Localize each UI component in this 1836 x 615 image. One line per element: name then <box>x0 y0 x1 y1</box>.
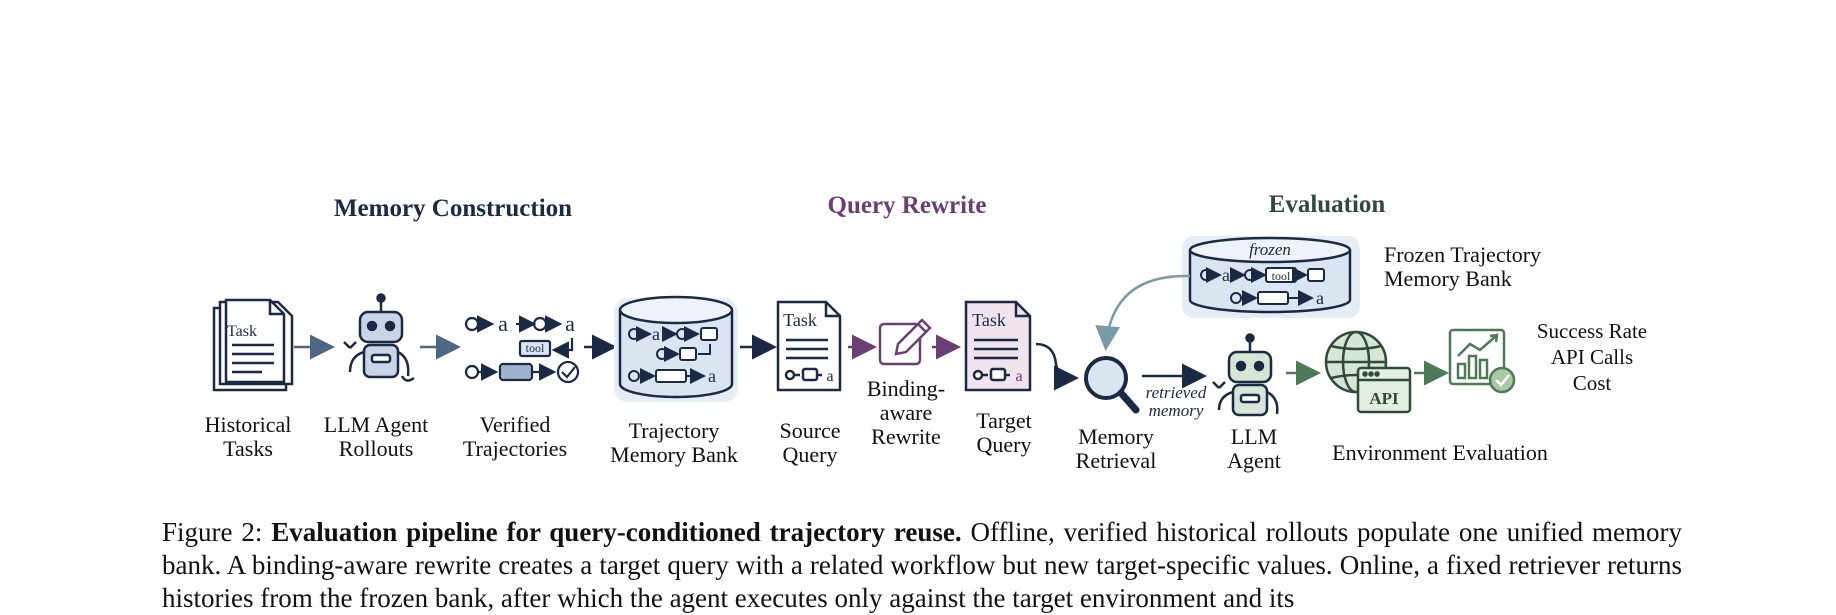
trajectory-node-a: a <box>565 311 575 336</box>
robot-icon <box>1212 333 1279 417</box>
label-environment-evaluation: Environment Evaluation <box>1332 440 1548 465</box>
label-llm-agent-rollouts: Rollouts <box>339 436 414 461</box>
memory-bank-content <box>628 326 718 384</box>
label-memory-retrieval: Memory <box>1078 424 1154 449</box>
caption-title: Evaluation pipeline for query-conditione… <box>271 517 962 547</box>
tool-label: tool <box>526 341 545 355</box>
label-binding-aware-rewrite: aware <box>880 400 933 425</box>
label-verified-trajectories: Verified <box>480 412 551 437</box>
target-query-icon <box>964 300 1032 392</box>
label-memory-retrieval: Retrieval <box>1076 448 1157 473</box>
metrics-chart-icon <box>1448 328 1516 394</box>
label-llm-agent: LLM <box>1231 424 1277 449</box>
frozen-label: frozen <box>1249 240 1291 259</box>
frozen-bank-content <box>1200 267 1325 306</box>
label-source-query: Source <box>779 418 840 443</box>
label-verified-trajectories: Trajectories <box>463 436 567 461</box>
trajectory-node-a: a <box>498 311 508 336</box>
section-title-memory-construction: Memory Construction <box>334 195 572 222</box>
label-target-query: Query <box>977 432 1032 457</box>
historical-tasks-icon <box>212 298 294 392</box>
flow-arrow <box>1035 342 1079 391</box>
api-label: API <box>1369 389 1399 408</box>
label-source-query: Query <box>783 442 838 467</box>
label-binding-aware-rewrite: Rewrite <box>871 424 941 449</box>
label-llm-agent-rollouts: LLM Agent <box>324 412 429 437</box>
robot-icon <box>343 293 415 382</box>
bank-node-a: a <box>708 366 716 386</box>
label-frozen-bank: Frozen Trajectory <box>1384 242 1541 267</box>
section-title-evaluation: Evaluation <box>1269 191 1386 218</box>
magnifier-icon <box>1084 356 1140 414</box>
retrieved-memory-label: retrieved <box>1146 383 1207 402</box>
verified-trajectories-icon <box>464 315 580 384</box>
target-node-a: a <box>1015 368 1022 385</box>
label-metric-success-rate: Success Rate <box>1537 319 1647 343</box>
label-binding-aware-rewrite: Binding- <box>867 376 945 401</box>
api-window-icon <box>1356 366 1412 414</box>
label-trajectory-memory-bank: Trajectory <box>629 418 720 443</box>
frozen-node-a: a <box>1316 288 1324 308</box>
label-target-query: Target <box>976 408 1031 433</box>
task-doc-label: Task <box>783 310 817 330</box>
retrieved-memory-label: memory <box>1149 401 1204 420</box>
task-doc-label: Task <box>972 310 1006 330</box>
label-frozen-bank: Memory Bank <box>1384 266 1512 291</box>
label-llm-agent: Agent <box>1227 448 1281 473</box>
label-trajectory-memory-bank: Memory Bank <box>610 442 738 467</box>
label-historical-tasks: Tasks <box>223 436 273 461</box>
source-node-a: a <box>826 368 833 385</box>
retrieval-arrow <box>1095 274 1191 351</box>
edit-icon <box>878 318 932 366</box>
bank-node-a: a <box>652 324 660 344</box>
frozen-node-a: a <box>1222 265 1230 285</box>
label-metric-cost: Cost <box>1573 371 1612 395</box>
tool-label: tool <box>1272 269 1291 283</box>
label-historical-tasks: Historical <box>205 412 292 437</box>
source-query-icon <box>776 300 842 392</box>
section-title-query-rewrite: Query Rewrite <box>828 192 987 219</box>
task-doc-label: Task <box>227 323 257 340</box>
memory-bank-icon <box>614 295 738 402</box>
figure-caption: Figure 2: Evaluation pipeline for query-… <box>162 516 1682 615</box>
caption-label: Figure 2: <box>162 517 272 547</box>
label-metric-api-calls: API Calls <box>1551 345 1633 369</box>
